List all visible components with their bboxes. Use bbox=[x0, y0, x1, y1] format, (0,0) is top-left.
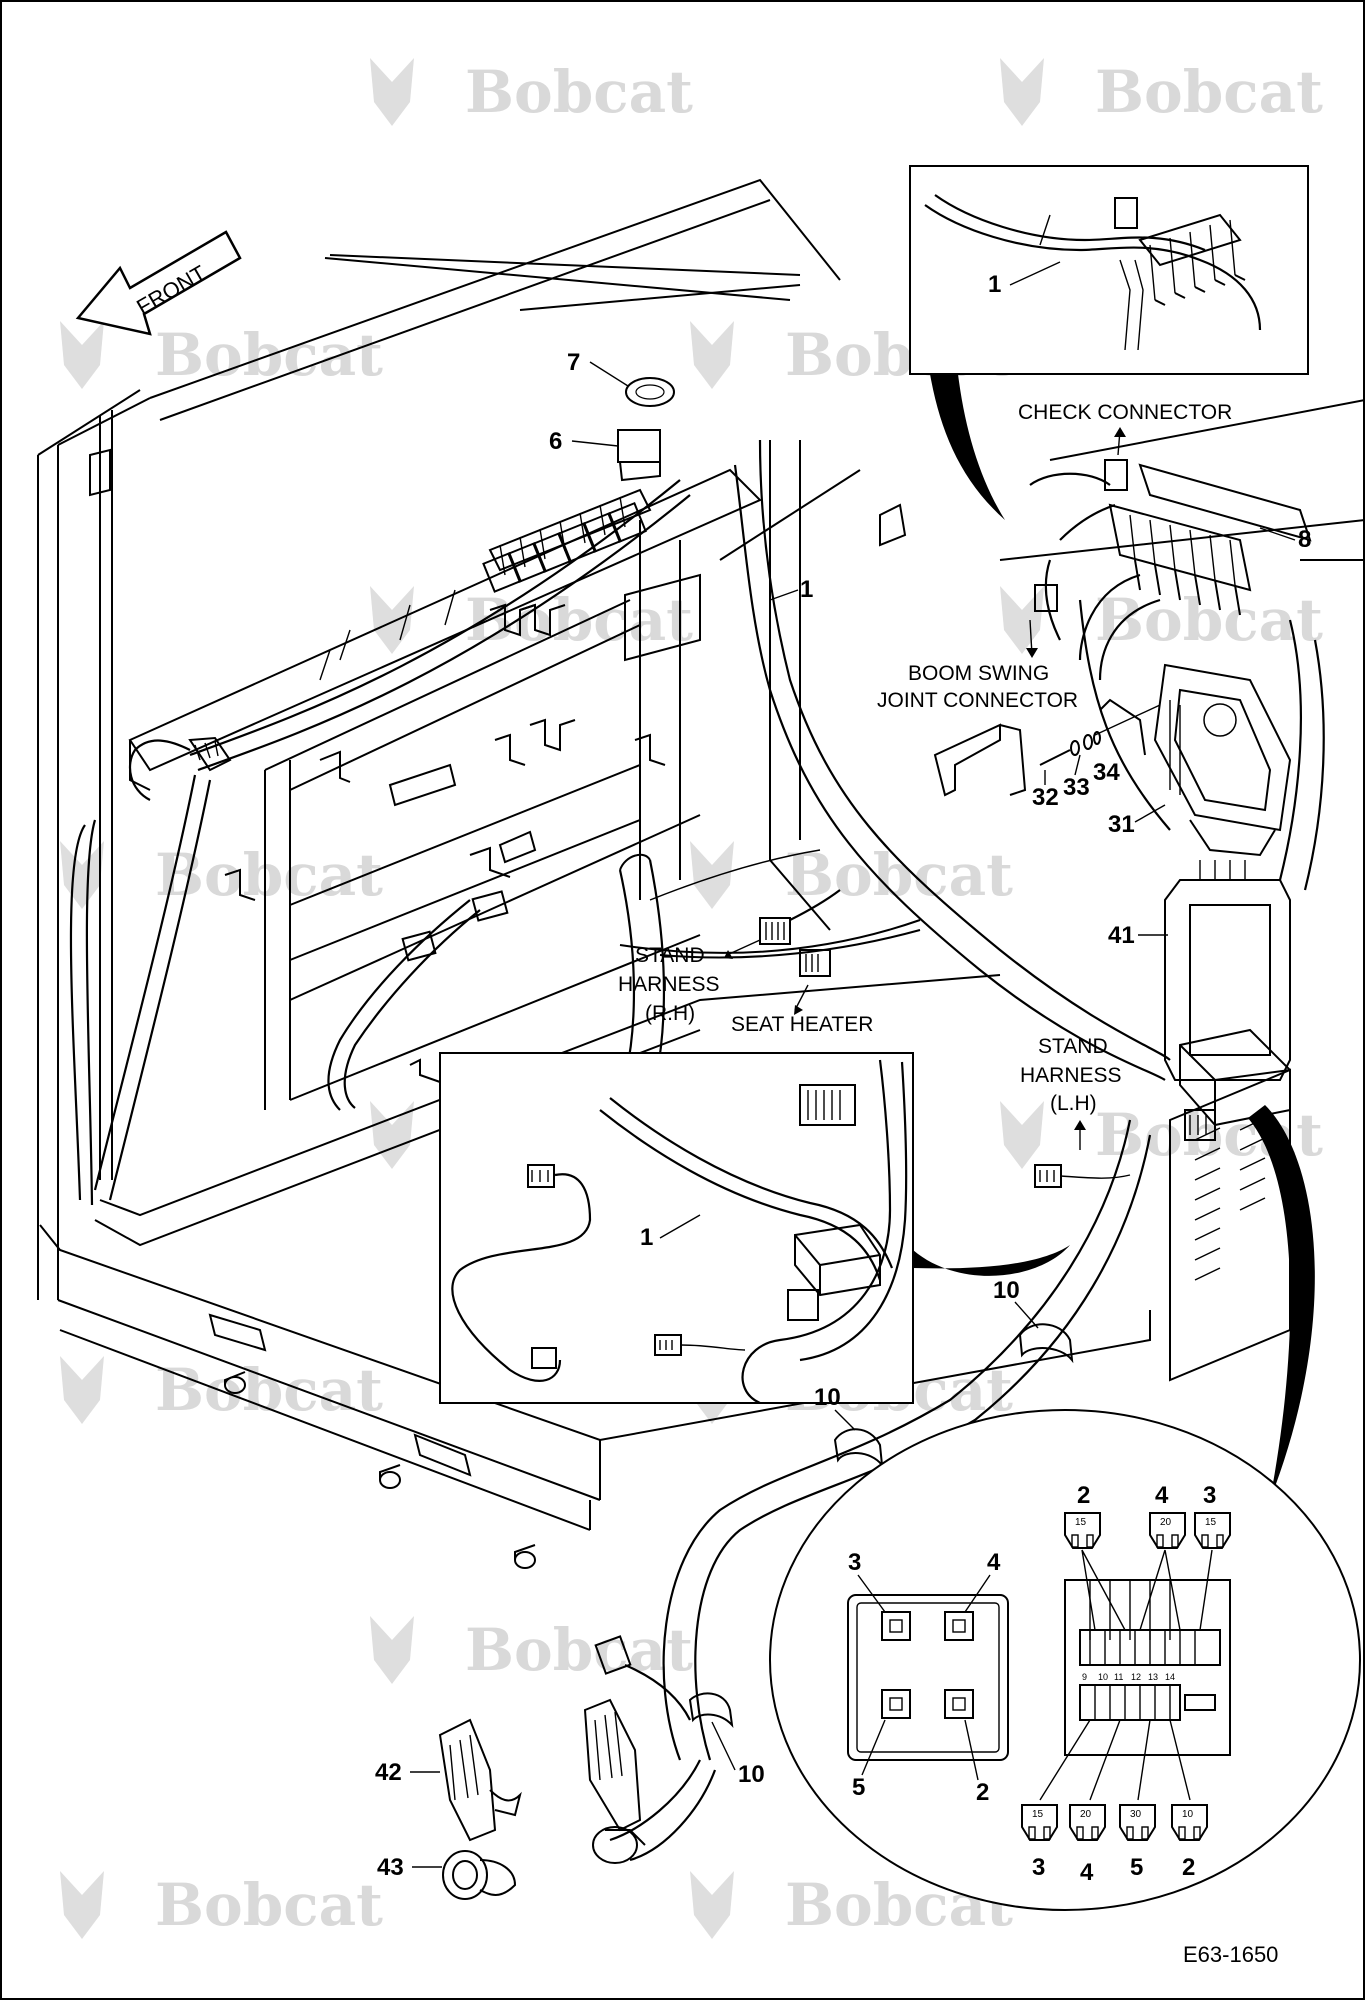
callout-1-inset-middle: 1 bbox=[640, 1224, 653, 1251]
callout-8: 8 bbox=[1298, 526, 1311, 553]
stand-rh-caption-2: HARNESS bbox=[618, 973, 720, 996]
inset-top-right: 1 bbox=[909, 165, 1309, 375]
fuses-top: 15 20 15 bbox=[1064, 1512, 1231, 1549]
callout-1-main: 1 bbox=[800, 576, 813, 603]
watermark-text: Bobcat bbox=[465, 1616, 693, 1684]
figure-id: E63-1650 bbox=[1183, 1942, 1278, 1967]
part-42-connector-icon bbox=[438, 1718, 497, 1842]
watermark-text: Bobcat bbox=[465, 58, 693, 126]
callout-34: 34 bbox=[1093, 759, 1120, 786]
inset-middle: 1 bbox=[439, 1052, 914, 1405]
svg-text:14: 14 bbox=[1165, 1672, 1175, 1682]
relay-strip-8 bbox=[1029, 459, 1312, 641]
captions: CHECK CONNECTOR BOOM SWING JOINT CONNECT… bbox=[618, 401, 1232, 1150]
connector-clip-left bbox=[188, 736, 232, 772]
stand-lh-caption-1: STAND bbox=[1038, 1035, 1108, 1058]
boom-swing-caption-1: BOOM SWING bbox=[908, 662, 1049, 685]
watermark-text: Bobcat bbox=[465, 586, 693, 654]
callout-43: 43 bbox=[377, 1854, 404, 1881]
cover-7-icon bbox=[625, 377, 675, 407]
fuse-block bbox=[1064, 1579, 1231, 1756]
svg-text:13: 13 bbox=[1148, 1672, 1158, 1682]
mounting-brackets bbox=[89, 448, 1146, 1083]
inset-pointer-top bbox=[930, 374, 1005, 520]
stand-lh-caption-3: (L.H) bbox=[1050, 1092, 1097, 1115]
stand-harness-rh-connectors bbox=[401, 890, 831, 977]
callout-31: 31 bbox=[1108, 811, 1135, 838]
check-connector-caption: CHECK CONNECTOR bbox=[1018, 401, 1232, 424]
relay-base bbox=[847, 1594, 1009, 1761]
fuse-slot-numbers: 9 10 11 12 13 14 bbox=[1082, 1672, 1175, 1682]
relay-sockets bbox=[881, 1611, 974, 1719]
svg-text:11: 11 bbox=[1114, 1672, 1123, 1682]
fuse-bottom-label-3: 5 bbox=[1130, 1854, 1143, 1881]
ecu-31 bbox=[1153, 663, 1292, 857]
switch-6-icon bbox=[617, 429, 661, 463]
fuse-top-label-1: 2 bbox=[1077, 1482, 1090, 1509]
fuse-rating-bottom-3: 30 bbox=[1130, 1809, 1142, 1820]
fuse-pointer-right bbox=[1248, 1105, 1315, 1500]
parts-42-43 bbox=[438, 1718, 522, 1900]
seat-heater-caption: SEAT HEATER bbox=[731, 1013, 873, 1036]
svg-text:10: 10 bbox=[1098, 1672, 1108, 1682]
module-41 bbox=[1164, 860, 1291, 1081]
fuse-top-label-3: 3 bbox=[1203, 1482, 1216, 1509]
callout-10-c: 10 bbox=[738, 1761, 765, 1788]
boom-swing-caption-2: JOINT CONNECTOR bbox=[877, 689, 1078, 712]
fuse-bottom-label-1: 3 bbox=[1032, 1854, 1045, 1881]
fuse-rating-bottom-2: 20 bbox=[1080, 1809, 1092, 1820]
fuse-top-label-2: 4 bbox=[1155, 1482, 1169, 1509]
callout-41: 41 bbox=[1108, 922, 1135, 949]
cab-frame bbox=[37, 178, 1365, 1569]
bracket-32-34 bbox=[933, 704, 1161, 797]
junction-box-right bbox=[1034, 1028, 1291, 1188]
main-harness bbox=[69, 439, 1325, 1862]
callout-32: 32 bbox=[1032, 784, 1059, 811]
inset-pointer-middle bbox=[913, 1245, 1070, 1276]
callout-10-b: 10 bbox=[814, 1384, 841, 1411]
fuse-rating-bottom-4: 10 bbox=[1182, 1809, 1194, 1820]
callout-7: 7 bbox=[567, 349, 580, 376]
watermark-text: Bobcat bbox=[155, 1871, 383, 1939]
stand-lh-caption-2: HARNESS bbox=[1020, 1064, 1122, 1087]
callout-42: 42 bbox=[375, 1759, 402, 1786]
fuse-bottom-label-2: 4 bbox=[1080, 1859, 1094, 1886]
svg-text:12: 12 bbox=[1131, 1672, 1141, 1682]
relay-label-4: 4 bbox=[987, 1549, 1001, 1576]
stand-rh-caption-1: STAND bbox=[635, 944, 705, 967]
front-arrow: FRONT bbox=[75, 230, 242, 336]
fuse-rating-top-1: 15 bbox=[1075, 1517, 1087, 1528]
relay-label-5: 5 bbox=[852, 1774, 865, 1801]
fuse-rating-top-3: 15 bbox=[1205, 1517, 1217, 1528]
watermark-text: Bobcat bbox=[155, 1356, 383, 1424]
relay-label-2: 2 bbox=[976, 1779, 989, 1806]
part-43-grommet-icon bbox=[442, 1850, 488, 1900]
watermark-text: Bobcat bbox=[1095, 58, 1323, 126]
fuses-bottom: 15 20 30 10 bbox=[1021, 1804, 1208, 1841]
stand-rh-caption-3: (R.H) bbox=[645, 1002, 695, 1025]
fuse-row-top bbox=[482, 377, 675, 593]
fuse-rating-top-2: 20 bbox=[1160, 1517, 1172, 1528]
relay-label-3: 3 bbox=[848, 1549, 861, 1576]
callout-33: 33 bbox=[1063, 774, 1090, 801]
callouts: 7 6 1 8 32 33 34 31 41 10 10 10 42 43 bbox=[375, 349, 1311, 1881]
callout-6: 6 bbox=[549, 428, 562, 455]
callout-1-inset-top: 1 bbox=[988, 271, 1001, 298]
watermark-text: Bobcat bbox=[1095, 586, 1323, 654]
watermark-text: Bobcat bbox=[155, 841, 383, 909]
fuse-detail-circle: 9 10 11 12 13 14 15 20 15 15 2 bbox=[769, 1409, 1361, 1911]
bottom-connectors bbox=[583, 1635, 691, 1864]
fuse-bottom-label-4: 2 bbox=[1182, 1854, 1195, 1881]
fuse-rating-bottom-1: 15 bbox=[1032, 1809, 1044, 1820]
callout-10-a: 10 bbox=[993, 1277, 1020, 1304]
svg-text:9: 9 bbox=[1082, 1672, 1087, 1682]
clamps-10 bbox=[688, 1323, 1074, 1728]
